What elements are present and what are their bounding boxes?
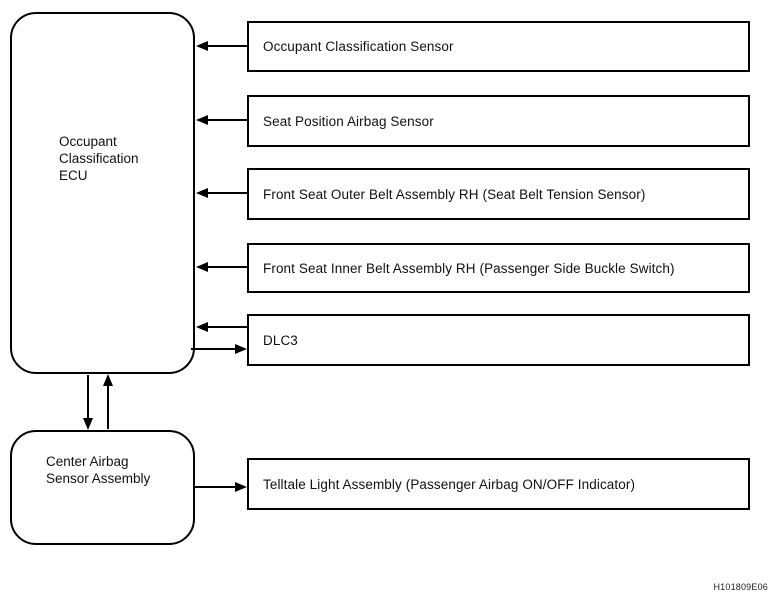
arrow-outer-belt-to-ecu <box>196 188 247 198</box>
arrow-inner-belt-to-ecu <box>196 262 247 272</box>
dlc3-label: DLC3 <box>263 332 298 348</box>
center-airbag-label: Center Airbag Sensor Assembly <box>46 453 150 487</box>
arrow-line <box>204 326 247 328</box>
seat-position-airbag-sensor-box: Seat Position Airbag Sensor <box>247 95 750 147</box>
arrowhead-left-icon <box>196 322 208 332</box>
arrow-line <box>204 192 247 194</box>
arrow-center-airbag-to-ecu <box>103 374 113 429</box>
arrowhead-left-icon <box>196 41 208 51</box>
front-seat-outer-belt-assembly-box: Front Seat Outer Belt Assembly RH (Seat … <box>247 168 750 220</box>
arrowhead-left-icon <box>196 188 208 198</box>
center-airbag-sensor-assembly-box: Center Airbag Sensor Assembly <box>10 430 195 545</box>
arrowhead-right-icon <box>235 344 247 354</box>
arrow-line <box>195 486 239 488</box>
arrow-dlc3-to-ecu <box>196 322 247 332</box>
seat-position-airbag-sensor-label: Seat Position Airbag Sensor <box>263 113 434 129</box>
figure-code: H101809E06 <box>713 582 768 592</box>
arrowhead-up-icon <box>103 374 113 386</box>
arrow-ecu-to-dlc3 <box>191 344 247 354</box>
telltale-light-assembly-label: Telltale Light Assembly (Passenger Airba… <box>263 476 636 492</box>
arrow-line <box>204 266 247 268</box>
arrowhead-left-icon <box>196 115 208 125</box>
dlc3-box: DLC3 <box>247 314 750 366</box>
arrow-line <box>87 375 89 422</box>
arrow-ecu-to-center-airbag <box>83 375 93 430</box>
front-seat-inner-belt-assembly-box: Front Seat Inner Belt Assembly RH (Passe… <box>247 243 750 293</box>
ecu-label-line2: Classification <box>59 151 139 166</box>
arrowhead-right-icon <box>235 482 247 492</box>
occupant-classification-sensor-label: Occupant Classification Sensor <box>263 39 454 54</box>
arrow-occupant-classification-sensor-to-ecu <box>196 41 247 51</box>
ecu-label-line3: ECU <box>59 168 88 183</box>
arrow-seat-position-airbag-sensor-to-ecu <box>196 115 247 125</box>
arrow-line <box>204 119 247 121</box>
front-seat-inner-belt-assembly-label: Front Seat Inner Belt Assembly RH (Passe… <box>263 260 675 276</box>
arrow-line <box>204 45 247 47</box>
occupant-classification-sensor-box: Occupant Classification Sensor <box>247 21 750 72</box>
front-seat-outer-belt-assembly-label: Front Seat Outer Belt Assembly RH (Seat … <box>263 186 646 202</box>
arrowhead-left-icon <box>196 262 208 272</box>
arrow-line <box>191 348 239 350</box>
ecu-label-line1: Occupant <box>59 134 117 149</box>
telltale-light-assembly-box: Telltale Light Assembly (Passenger Airba… <box>247 458 750 510</box>
center-airbag-label-line1: Center Airbag <box>46 454 129 469</box>
ecu-box: Occupant Classification ECU <box>10 12 195 374</box>
ecu-label: Occupant Classification ECU <box>59 133 139 184</box>
center-airbag-label-line2: Sensor Assembly <box>46 471 151 486</box>
arrow-center-airbag-to-telltale <box>195 482 247 492</box>
arrowhead-down-icon <box>83 418 93 430</box>
arrow-line <box>107 382 109 429</box>
